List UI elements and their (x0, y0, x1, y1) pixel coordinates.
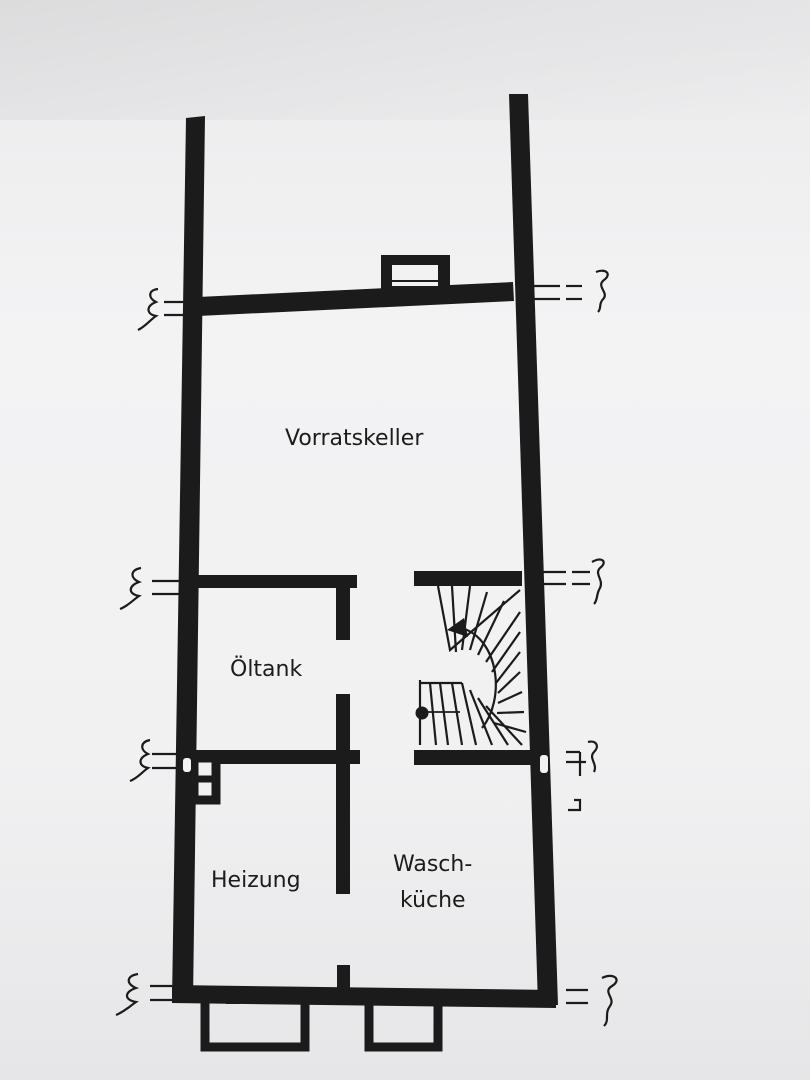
room-label-waschkueche-line2: küche (400, 888, 466, 913)
stair-bottom-wall (414, 750, 532, 765)
heizung-top-wall (192, 750, 360, 764)
bottom-door-jamb (337, 965, 350, 990)
stair-start-dot (415, 706, 429, 720)
wall-break-symbols-left (115, 287, 184, 1017)
room-label-heizung: Heizung (211, 868, 301, 893)
wall-break-symbols-right (530, 269, 618, 1027)
room-label-waschkueche-line1: Wasch- (393, 852, 473, 877)
stair-direction-arrow (447, 618, 468, 637)
oeltank-door-jamb-upper (336, 575, 350, 640)
room-label-vorratskeller: Vorratskeller (285, 426, 424, 451)
stair-top-wall (414, 571, 522, 586)
room-label-oeltank: Öltank (230, 657, 303, 682)
top-wall (198, 282, 514, 316)
bottom-light-shaft-left (200, 986, 310, 1052)
left-outer-wall (172, 116, 205, 1000)
oeltank-top-wall (192, 575, 357, 588)
top-light-shaft-inner (392, 265, 438, 288)
chimney (191, 755, 221, 805)
bottom-light-shaft-right (364, 990, 443, 1052)
paper-shadow (0, 0, 810, 120)
staircase (418, 585, 527, 746)
central-partition-wall (336, 694, 350, 894)
right-outer-wall (509, 94, 558, 1005)
